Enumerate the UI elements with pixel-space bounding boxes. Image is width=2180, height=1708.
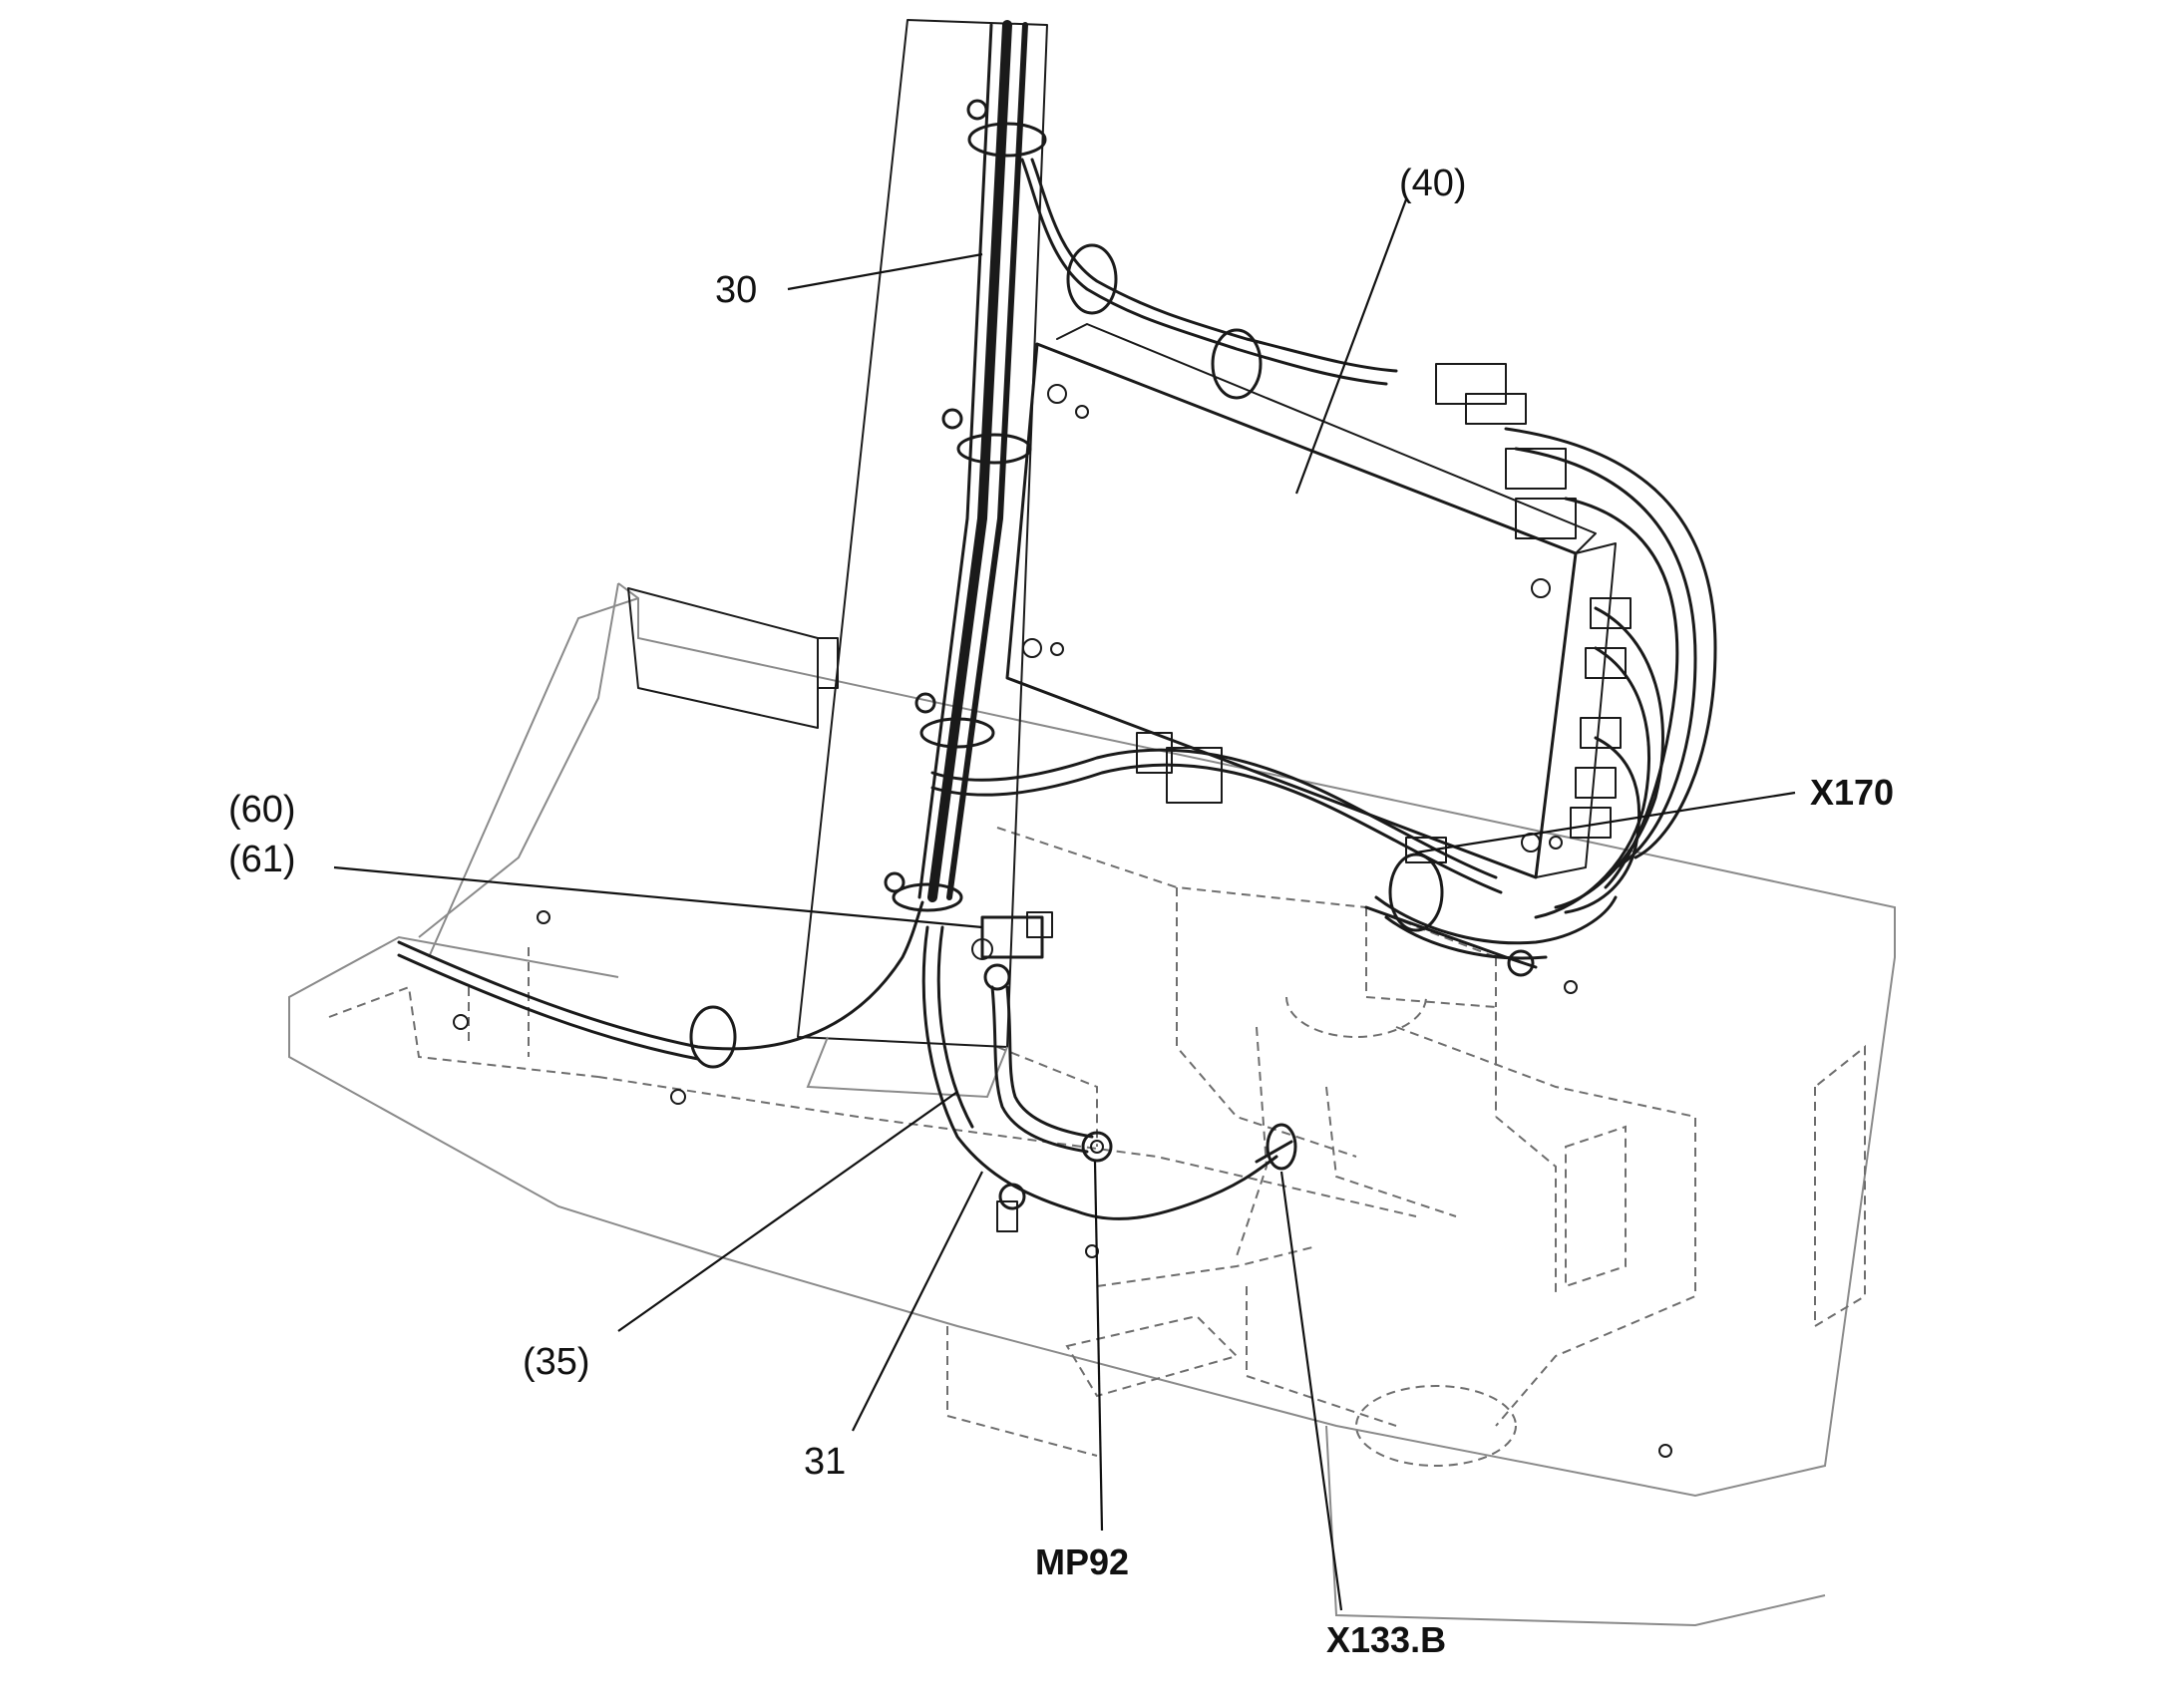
upper-branch [1020,158,1398,400]
side-blade [627,587,839,729]
lower-harness [930,748,1618,977]
leader-x133b [1279,1171,1343,1611]
callout-40: (40) [1399,163,1467,204]
frame-bolts [453,910,1672,1458]
callout-x133b: X133.B [1326,1619,1447,1660]
leader-31 [852,1171,983,1432]
leader-mp92 [1093,1161,1104,1532]
leader-x170 [1415,791,1796,854]
callout-31: 31 [804,1441,847,1483]
left-cable [397,900,924,1069]
leader-60-61 [333,865,983,929]
leader-30 [787,252,983,291]
main-harness [917,20,1028,902]
callout-35: (35) [523,1341,590,1383]
pillar [797,19,1048,1099]
control-box [1005,323,1617,879]
ground-cable [921,925,1297,1232]
frame-outline [288,582,1896,1627]
callout-mp92: MP92 [1035,1541,1130,1582]
callout-x170: X170 [1810,772,1895,813]
callout-60: (60) [228,789,296,831]
callout-30: 30 [715,269,758,311]
bracket-60-61 [971,911,1053,960]
hidden-frame-geometry [328,827,1866,1467]
callout-61: (61) [228,839,296,880]
leader-lines [333,198,1796,1611]
box-connectors [1136,363,1632,839]
right-cable-loops [1504,427,1717,919]
ground-strap [983,963,1113,1163]
leader-40 [1294,198,1408,495]
leader-35 [617,1091,958,1332]
harness-clamps [884,99,1047,912]
